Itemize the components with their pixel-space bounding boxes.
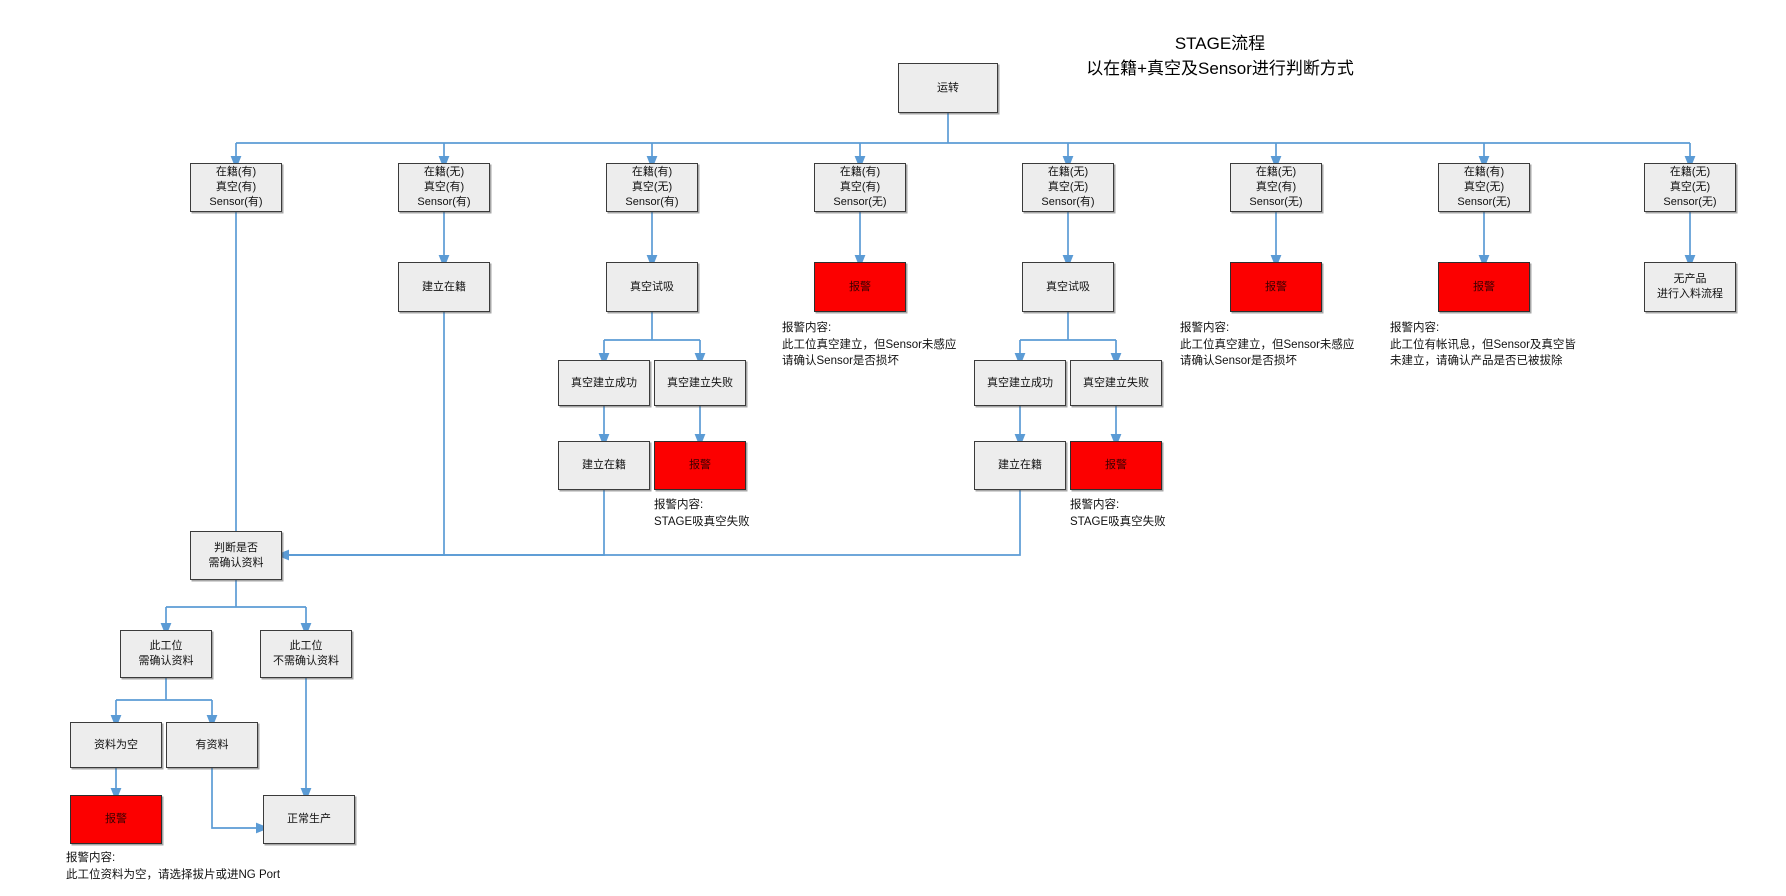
node-vacuum-fail-col5[interactable]: 真空建立失败	[1070, 360, 1162, 406]
node-condition-4[interactable]: 在籍(有) 真空(有) Sensor(无)	[814, 163, 906, 212]
node-condition-6[interactable]: 在籍(无) 真空(有) Sensor(无)	[1230, 163, 1322, 212]
node-register-col3[interactable]: 建立在籍	[558, 441, 650, 490]
node-has-data[interactable]: 有资料	[166, 722, 258, 768]
node-condition-8[interactable]: 在籍(无) 真空(无) Sensor(无)	[1644, 163, 1736, 212]
node-alarm-vacuum-col5[interactable]: 报警	[1070, 441, 1162, 490]
node-need-confirm[interactable]: 此工位 需确认资料	[120, 630, 212, 678]
note-alarm-col4: 报警内容: 此工位真空建立，但Sensor未感应 请确认Sensor是否损坏	[782, 322, 957, 368]
node-alarm-col6[interactable]: 报警	[1230, 262, 1322, 312]
note-alarm-vacuum-col3: 报警内容: STAGE吸真空失败	[654, 499, 750, 528]
title-line-1: STAGE流程	[1174, 34, 1266, 53]
note-alarm-data-empty: 报警内容: 此工位资料为空，请选择拔片或进NG Port	[66, 852, 281, 881]
node-condition-3[interactable]: 在籍(有) 真空(无) Sensor(有)	[606, 163, 698, 212]
title-line-2: 以在籍+真空及Sensor进行判断方式	[1086, 58, 1354, 78]
node-vacuum-fail-col3[interactable]: 真空建立失败	[654, 360, 746, 406]
node-root[interactable]: 运转	[898, 63, 998, 113]
node-no-product-col8[interactable]: 无产品 进行入料流程	[1644, 262, 1736, 312]
note-alarm-col7: 报警内容: 此工位有帐讯息，但Sensor及真空皆 未建立，请确认产品是否已被拔…	[1390, 322, 1576, 368]
node-alarm-vacuum-col3[interactable]: 报警	[654, 441, 746, 490]
node-register-col2[interactable]: 建立在籍	[398, 262, 490, 312]
note-alarm-col6: 报警内容: 此工位真空建立，但Sensor未感应 请确认Sensor是否损坏	[1180, 322, 1355, 368]
note-alarm-vacuum-col5: 报警内容: STAGE吸真空失败	[1070, 499, 1166, 528]
node-vacuum-try-col3[interactable]: 真空试吸	[606, 262, 698, 312]
node-vacuum-ok-col5[interactable]: 真空建立成功	[974, 360, 1066, 406]
node-condition-5[interactable]: 在籍(无) 真空(无) Sensor(有)	[1022, 163, 1114, 212]
chart-title: STAGE流程 以在籍+真空及Sensor进行判断方式	[1010, 32, 1430, 81]
node-register-col5[interactable]: 建立在籍	[974, 441, 1066, 490]
node-alarm-col7[interactable]: 报警	[1438, 262, 1530, 312]
node-alarm-col4[interactable]: 报警	[814, 262, 906, 312]
node-vacuum-try-col5[interactable]: 真空试吸	[1022, 262, 1114, 312]
node-vacuum-ok-col3[interactable]: 真空建立成功	[558, 360, 650, 406]
node-condition-1[interactable]: 在籍(有) 真空(有) Sensor(有)	[190, 163, 282, 212]
node-data-empty[interactable]: 资料为空	[70, 722, 162, 768]
node-condition-7[interactable]: 在籍(有) 真空(无) Sensor(无)	[1438, 163, 1530, 212]
node-decide-data-confirm[interactable]: 判断是否 需确认资料	[190, 531, 282, 580]
node-no-need-confirm[interactable]: 此工位 不需确认资料	[260, 630, 352, 678]
node-normal-production[interactable]: 正常生产	[263, 795, 355, 844]
node-condition-2[interactable]: 在籍(无) 真空(有) Sensor(有)	[398, 163, 490, 212]
node-alarm-data-empty[interactable]: 报警	[70, 795, 162, 844]
